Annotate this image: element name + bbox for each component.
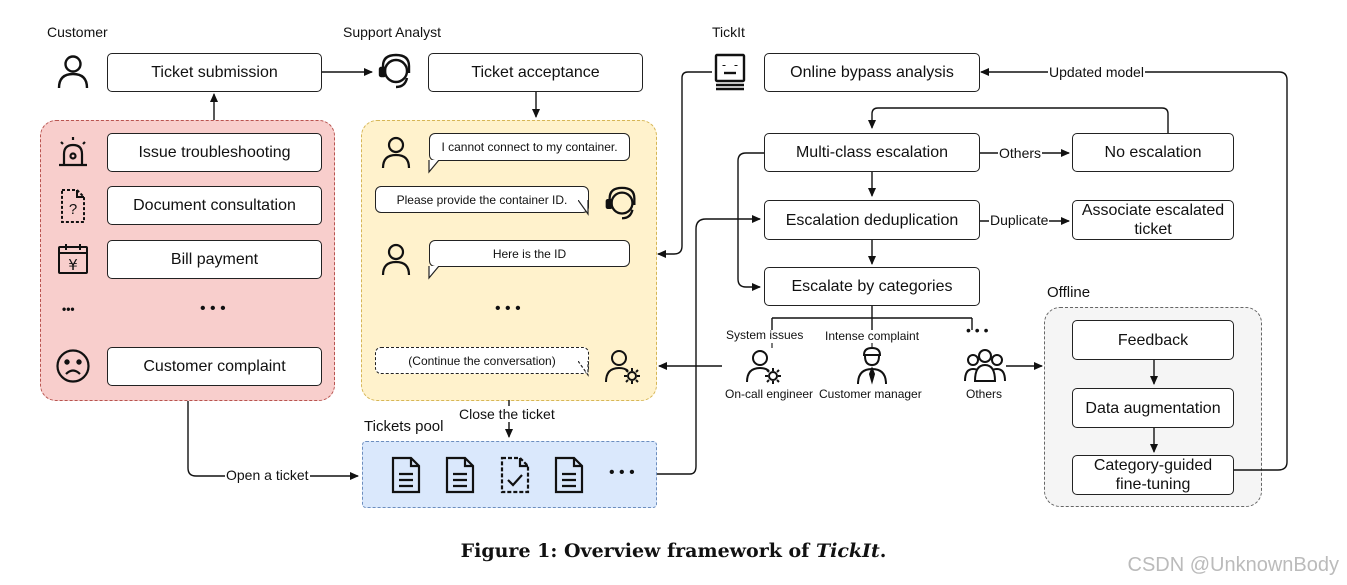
customer-ellipsis: • • • [200, 300, 226, 317]
bubble-tail-2 [578, 200, 589, 216]
bubble-tail-3 [428, 266, 440, 280]
chat-message-customer-2: Here is the ID [429, 240, 630, 267]
ticket-document-icon-3 [554, 456, 584, 494]
online-bypass-analysis-box[interactable]: Online bypass analysis [764, 53, 980, 92]
bubble-tail-1 [428, 160, 440, 174]
edge-updated-model [980, 68, 1288, 471]
feedback-box[interactable]: Feedback [1072, 320, 1234, 360]
tickit-robot-icon [714, 53, 746, 91]
yen-calendar-icon: ¥ [58, 244, 88, 274]
caption-suffix: . [879, 540, 887, 562]
customer-label: Customer [47, 24, 108, 40]
edge-no-escalation-loop [868, 107, 1169, 133]
pool-ellipsis: • • • [609, 464, 635, 481]
escalate-by-categories-box[interactable]: Escalate by categories [764, 267, 980, 306]
issue-troubleshooting-box[interactable]: Issue troubleshooting [107, 133, 322, 172]
multi-class-escalation-box[interactable]: Multi-class escalation [764, 133, 980, 172]
edge-multiclass-to-categories [737, 152, 764, 291]
ticket-submission-box[interactable]: Ticket submission [107, 53, 322, 92]
category-guided-fine-tuning-box[interactable]: Category-guided fine-tuning [1072, 455, 1234, 495]
system-issues-label: System issues [726, 328, 804, 342]
customer-ellipsis-icon: ••• [62, 302, 75, 316]
tickit-label: TickIt [712, 24, 745, 40]
open-ticket-label: Open a ticket [225, 467, 310, 483]
edge-categories-branch [771, 306, 973, 330]
data-augmentation-box[interactable]: Data augmentation [1072, 388, 1234, 428]
document-question-icon: ? [61, 189, 85, 223]
close-ticket-label: Close the ticket [458, 406, 556, 422]
analyst-chat-icon [605, 186, 636, 220]
edge-tickit-to-chat [657, 71, 712, 258]
updated-model-label: Updated model [1048, 64, 1145, 80]
headset-icon [378, 53, 411, 89]
others-group-icon [964, 349, 1006, 382]
ticket-acceptance-box[interactable]: Ticket acceptance [428, 53, 643, 92]
on-call-engineer-label: On-call engineer [725, 387, 814, 401]
edge-open-ticket [187, 401, 359, 480]
offline-title: Offline [1047, 284, 1091, 301]
svg-text:?: ? [69, 201, 77, 218]
watermark: CSDN @UnknownBody [1127, 554, 1340, 576]
customer-complaint-box[interactable]: Customer complaint [107, 347, 322, 386]
chat-message-customer-1: I cannot connect to my container. [429, 133, 630, 161]
associate-escalated-ticket-box[interactable]: Associate escalated ticket [1072, 200, 1234, 240]
tickets-pool-title: Tickets pool [364, 418, 444, 435]
customer-manager-icon [857, 347, 887, 385]
chat-ellipsis: • • • [495, 300, 521, 317]
bill-payment-box[interactable]: Bill payment [107, 240, 322, 279]
intense-complaint-label: Intense complaint [825, 329, 920, 343]
ticket-document-icon-2 [445, 456, 475, 494]
sad-face-icon [56, 349, 90, 383]
customer-icon [57, 55, 89, 89]
no-escalation-box[interactable]: No escalation [1072, 133, 1234, 172]
alarm-icon [59, 137, 87, 167]
caption-prefix: Figure 1: Overview framework of [460, 540, 816, 562]
caption-name: TickIt [815, 540, 880, 562]
customer-chat-icon-2 [381, 243, 411, 276]
category-ellipsis: • • • [966, 322, 989, 338]
chat-message-analyst: Please provide the container ID. [375, 186, 589, 213]
edge-pool-to-dedup [657, 215, 761, 475]
ticket-document-icon-1 [391, 456, 421, 494]
user-gear-icon [605, 350, 640, 384]
others-label: Others [966, 387, 1003, 401]
svg-text:¥: ¥ [68, 256, 78, 274]
bubble-tail-4 [578, 361, 589, 377]
on-call-engineer-icon [746, 350, 781, 384]
customer-manager-label: Customer manager [819, 387, 922, 401]
continue-conversation-bubble: (Continue the conversation) [375, 347, 589, 374]
support-analyst-label: Support Analyst [343, 24, 442, 40]
others-edge-label: Others [998, 145, 1043, 161]
ticket-document-check-icon [500, 456, 530, 494]
customer-chat-icon [381, 136, 411, 169]
figure-caption: Figure 1: Overview framework of TickIt. [0, 540, 1347, 562]
escalation-deduplication-box[interactable]: Escalation deduplication [764, 200, 980, 240]
duplicate-edge-label: Duplicate [989, 212, 1050, 228]
document-consultation-box[interactable]: Document consultation [107, 186, 322, 225]
